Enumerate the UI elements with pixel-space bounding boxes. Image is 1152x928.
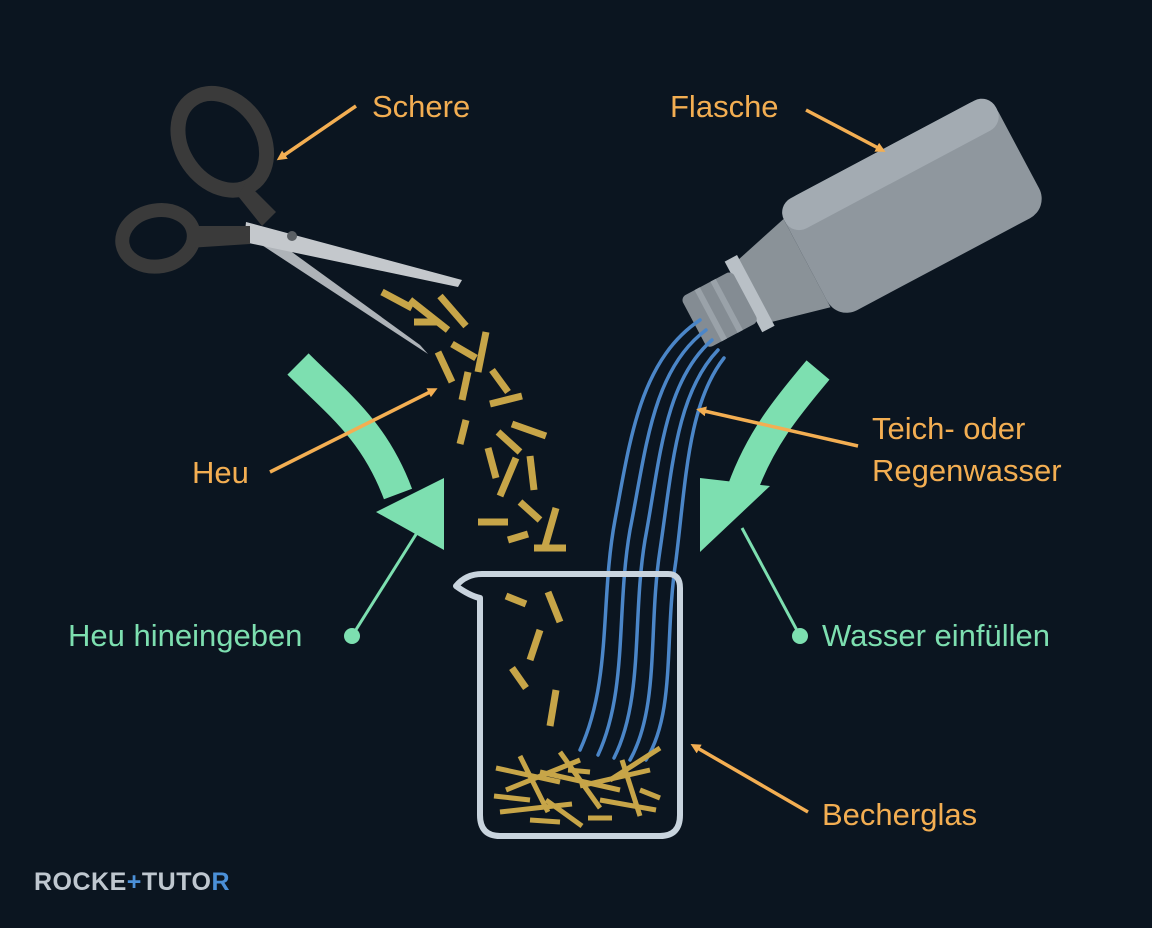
becherglas-pointer <box>690 743 809 814</box>
label-heu: Heu <box>192 455 249 490</box>
hay-icon <box>380 288 566 727</box>
label-flasche: Flasche <box>670 89 779 124</box>
label-heu-hineingeben: Heu hineingeben <box>68 618 303 653</box>
label-wasser-line2: Regenwasser <box>872 453 1062 488</box>
step-pointers <box>344 527 808 644</box>
beaker-icon <box>453 571 683 839</box>
flasche-pointer <box>805 108 886 152</box>
label-wasser-line1: Teich- oder <box>872 411 1026 446</box>
heu-pointer <box>269 388 438 474</box>
brand-logo: ROCKE+TUTOR <box>34 868 231 896</box>
hay-pile <box>493 745 662 829</box>
pointer-arrows <box>269 104 886 814</box>
bottle-icon <box>682 98 1042 347</box>
label-becherglas: Becherglas <box>822 797 978 832</box>
scissors-icon <box>115 85 462 354</box>
label-wasser-einfuellen: Wasser einfüllen <box>822 618 1051 653</box>
schere-pointer <box>276 104 357 161</box>
curved-arrow-icon <box>700 360 830 552</box>
wasser-pointer <box>696 406 859 448</box>
label-schere: Schere <box>372 89 471 124</box>
curved-arrow-icon <box>287 353 444 550</box>
